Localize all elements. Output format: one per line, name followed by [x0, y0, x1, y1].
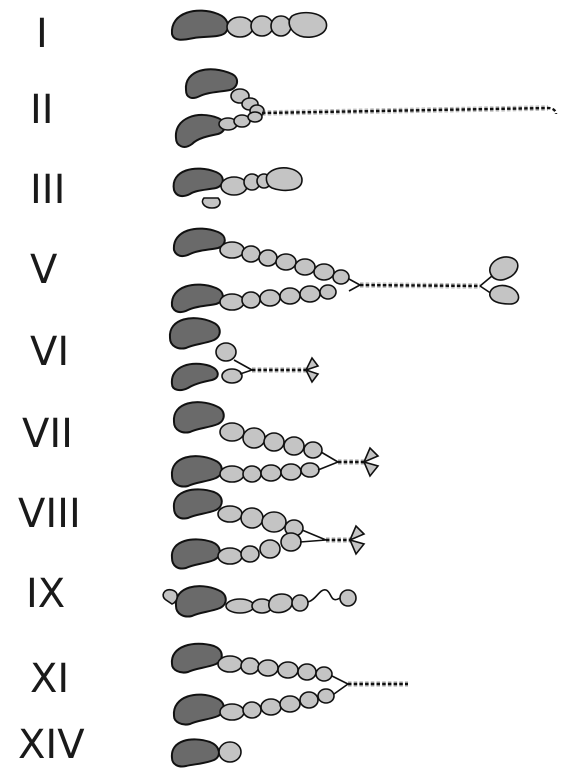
myosin-XIV: [172, 739, 241, 766]
label-II: II: [30, 87, 54, 133]
label-VIII: VIII: [18, 491, 81, 537]
label-I: I: [36, 11, 48, 57]
myosin-V: [172, 229, 519, 313]
myosin-IX: [163, 586, 356, 616]
label-XI: XI: [30, 656, 69, 702]
label-VI: VI: [30, 329, 69, 375]
label-VII: VII: [22, 411, 73, 457]
myosin-I: [172, 11, 327, 40]
myosin-II: [176, 69, 556, 147]
label-III: III: [30, 167, 65, 213]
label-IX: IX: [26, 571, 65, 617]
myosin-VII: [172, 402, 378, 486]
myosin-III: [174, 168, 302, 208]
myosin-VIII: [172, 489, 364, 568]
myosin-VI: [170, 318, 318, 390]
label-V: V: [30, 247, 58, 293]
label-XIV: XIV: [18, 722, 85, 768]
myosin-XI: [172, 644, 408, 725]
